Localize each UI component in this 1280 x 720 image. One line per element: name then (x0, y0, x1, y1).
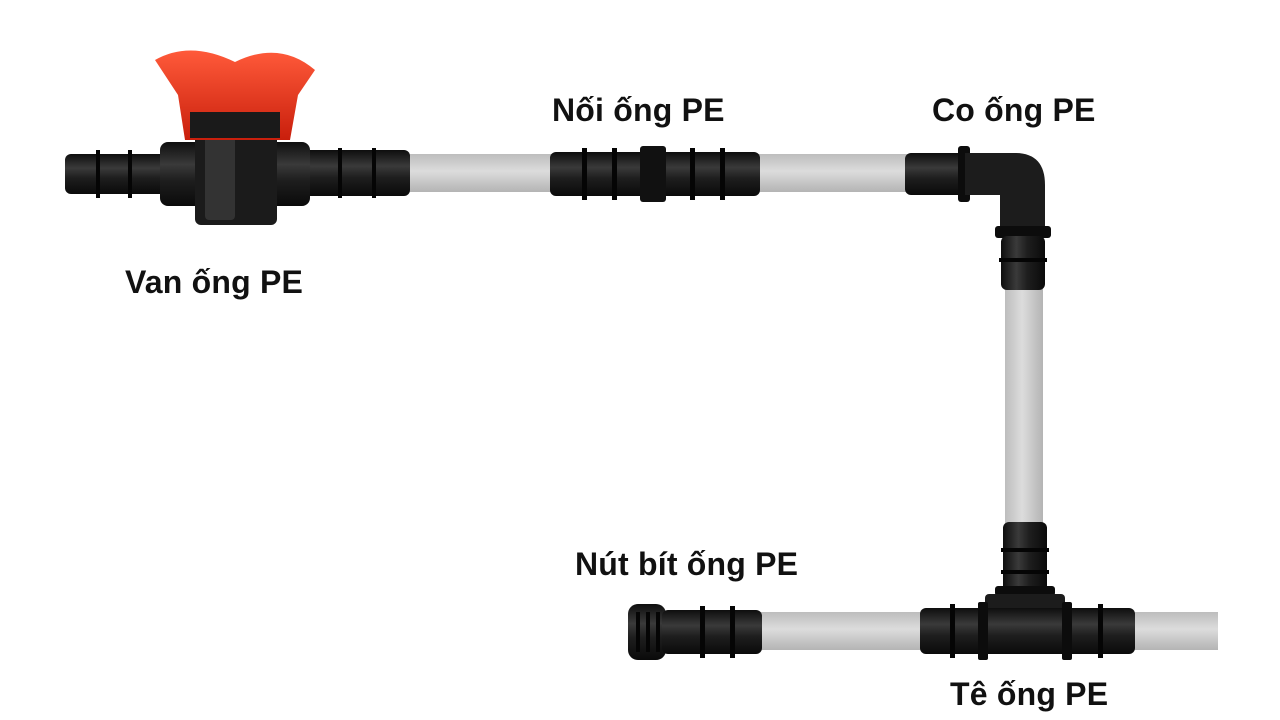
pe-straight-coupling-icon (550, 146, 760, 202)
coupling-label: Nối ống PE (552, 92, 725, 128)
pipe-segment (400, 154, 560, 192)
pe-tee-icon (920, 522, 1135, 660)
pe-ball-valve-icon (65, 50, 410, 225)
end-cap-label: Nút bít ống PE (575, 546, 799, 582)
tee-label: Tê ống PE (950, 676, 1109, 712)
pe-end-cap-icon (628, 604, 762, 660)
pipe-segment (1125, 612, 1218, 650)
pipe-segment (1005, 285, 1043, 530)
valve-label: Van ống PE (125, 264, 304, 300)
pe-elbow-icon (905, 146, 1051, 290)
elbow-label: Co ống PE (932, 92, 1096, 128)
pe-pipes (400, 154, 1218, 650)
pipe-segment (750, 154, 915, 192)
pipe-segment (755, 612, 930, 650)
